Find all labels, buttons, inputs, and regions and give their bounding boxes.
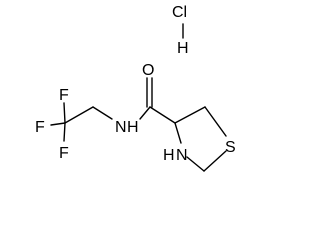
ethyl-amide-backbone: N H — [64, 106, 151, 136]
bond-ch2-n — [92, 106, 113, 120]
ring-bond-c2-n — [186, 156, 205, 172]
bond-cf-left — [50, 122, 66, 126]
atom-amide-h: H — [127, 119, 139, 136]
atom-f-left: F — [35, 119, 45, 136]
atom-amide-n: N — [115, 119, 127, 136]
atom-carbonyl-o: O — [142, 62, 154, 79]
atom-ring-h: H — [163, 147, 175, 164]
atom-ring-s: S — [225, 139, 236, 156]
atom-ring-n: N — [176, 147, 188, 164]
bond-n-co — [139, 106, 151, 120]
thiazolidine-ring: S N H — [163, 106, 236, 172]
chemical-structure: Cl H F F F N H O S N H — [35, 4, 236, 172]
atom-h-hcl: H — [177, 40, 189, 57]
atom-cl: Cl — [172, 4, 187, 21]
trifluoromethyl-group: F F F — [35, 87, 69, 162]
ring-bond-c4-c5 — [174, 106, 206, 124]
hydrochloride: Cl H — [172, 4, 189, 57]
bond-cf3-ch2 — [64, 106, 94, 124]
ring-bond-n-c4 — [174, 122, 182, 144]
bond-cf-bottom — [63, 122, 66, 142]
bond-co-ring — [149, 106, 176, 124]
ring-bond-c5-s — [204, 106, 227, 137]
atom-f-bottom: F — [59, 145, 69, 162]
carbonyl-group: O — [142, 62, 176, 124]
ring-bond-s-c2 — [203, 150, 227, 172]
atom-f-top: F — [59, 87, 69, 104]
bond-cf-top — [63, 102, 66, 124]
